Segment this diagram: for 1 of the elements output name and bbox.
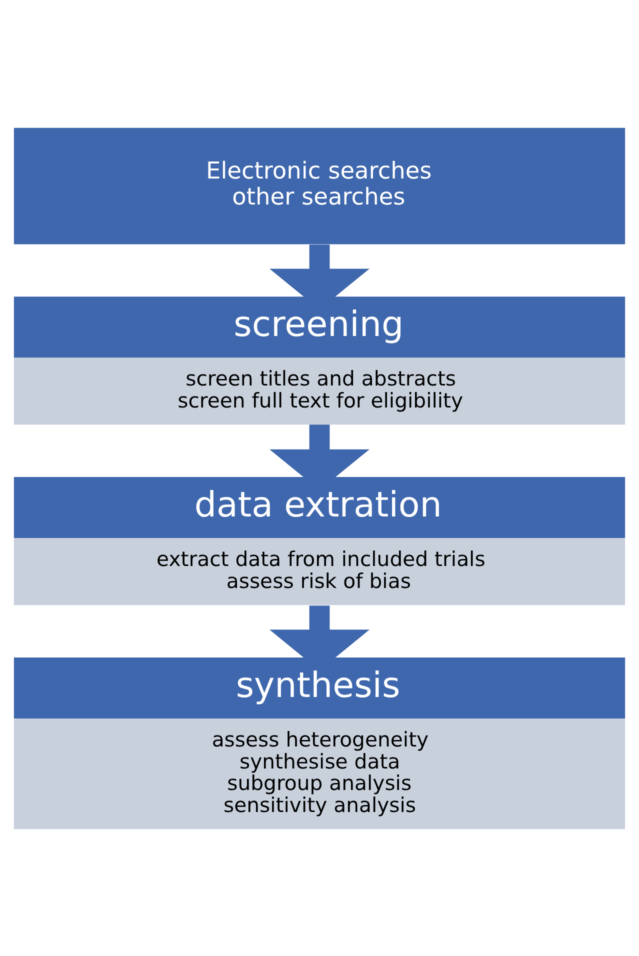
node-box: Electronic searches other searches: [14, 127, 626, 244]
